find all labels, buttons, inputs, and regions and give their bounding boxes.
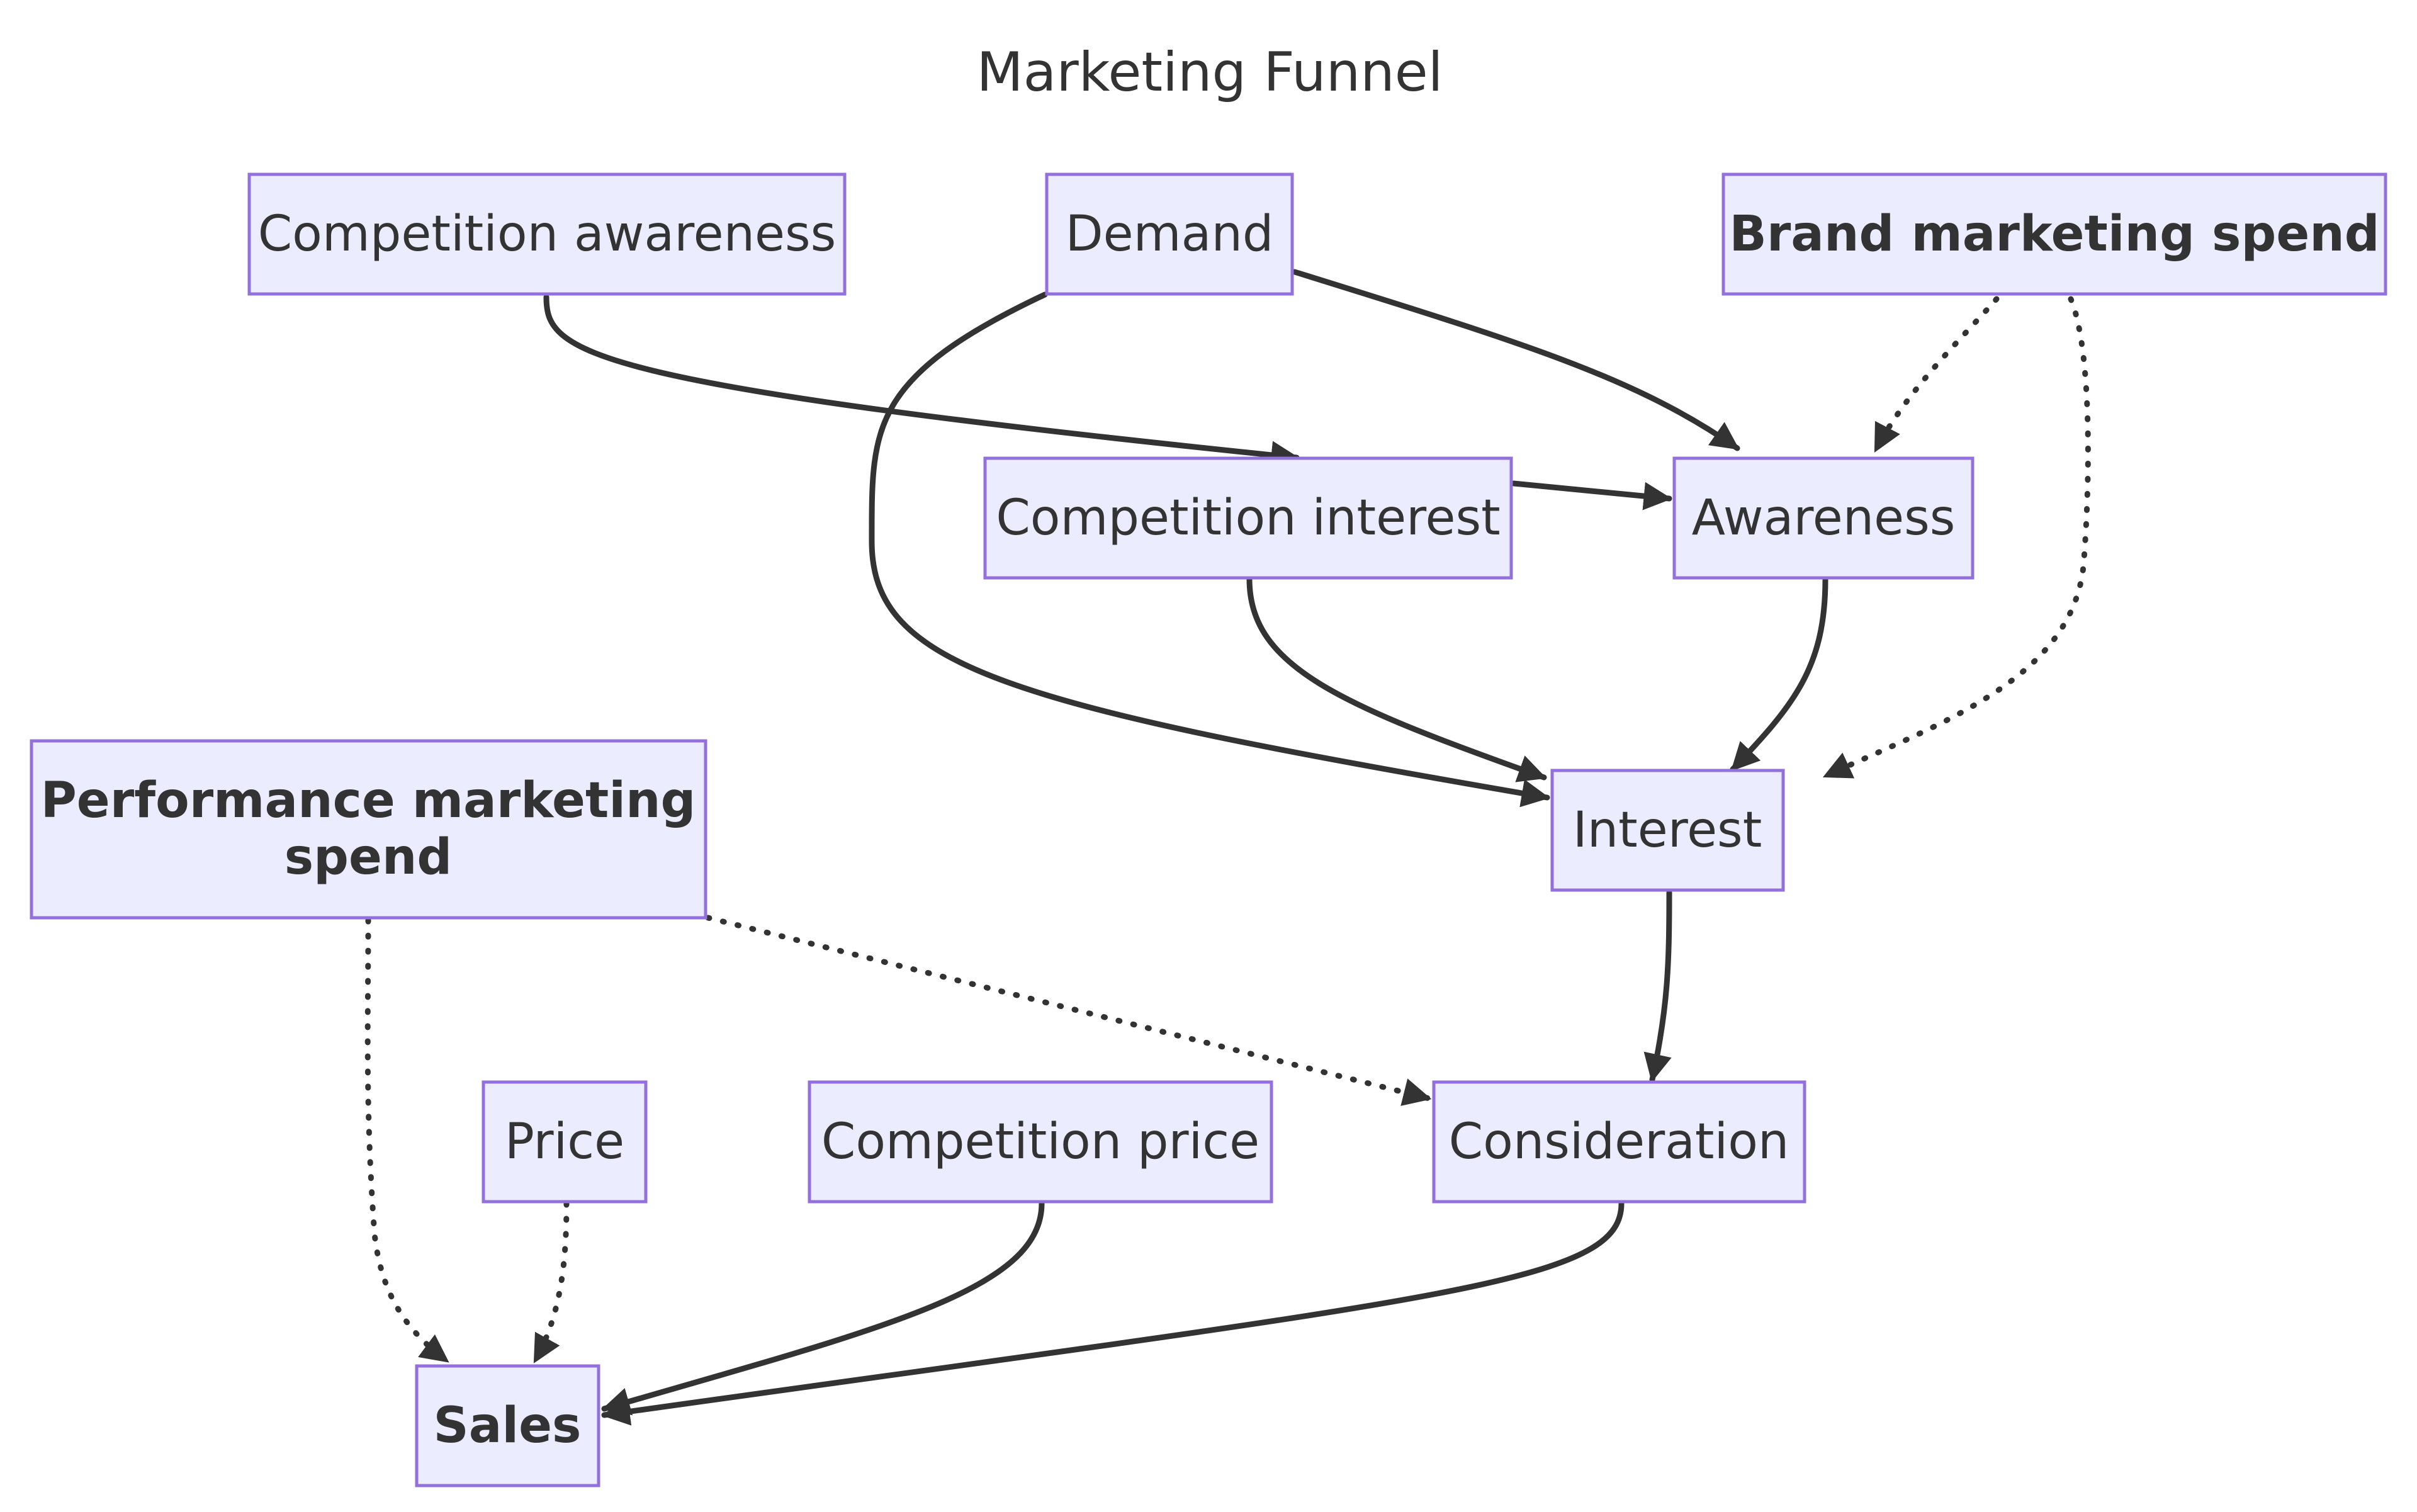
node-label-competition-awareness: Competition awareness (258, 206, 837, 262)
edge-price-to-sales (532, 1200, 570, 1364)
diagram-title: Marketing Funnel (976, 41, 1443, 104)
node-label-brand-marketing-spend: Brand marketing spend (1729, 206, 2379, 262)
edge-brand-to-awareness (1873, 296, 2000, 453)
node-label-interest: Interest (1573, 802, 1762, 859)
node-label-competition-interest: Competition interest (996, 490, 1500, 546)
edge-competition-awareness-to-awareness-end (1511, 480, 1672, 511)
node-label-competition-price: Competition price (821, 1114, 1259, 1170)
node-label-awareness: Awareness (1692, 490, 1956, 546)
node-brand-marketing-spend[interactable]: Brand marketing spend (1721, 172, 2387, 296)
nodes: Competition awareness Demand Brand marke… (30, 172, 2387, 1487)
node-price[interactable]: Price (482, 1080, 648, 1204)
edge-performance-to-consideration (705, 915, 1432, 1106)
edge-competition-price-to-sales (601, 1200, 1045, 1416)
edge-performance-to-sales (364, 917, 450, 1364)
edge-demand-to-interest (869, 291, 1550, 808)
node-performance-marketing-spend[interactable]: Performance marketing spend (30, 739, 707, 920)
edges (364, 269, 2091, 1426)
node-label-sales: Sales (434, 1397, 582, 1454)
node-demand[interactable]: Demand (1045, 172, 1294, 296)
node-awareness[interactable]: Awareness (1672, 456, 1975, 580)
edge-competition-awareness-to-awareness (543, 294, 1300, 470)
node-competition-awareness[interactable]: Competition awareness (247, 172, 847, 296)
node-sales[interactable]: Sales (415, 1364, 600, 1487)
node-label-price: Price (505, 1114, 624, 1170)
node-interest[interactable]: Interest (1550, 769, 1785, 892)
edge-awareness-to-interest (1730, 576, 1828, 772)
node-competition-interest[interactable]: Competition interest (983, 456, 1513, 580)
edge-interest-to-consideration (1643, 889, 1672, 1083)
edge-demand-to-awareness (1292, 269, 1740, 451)
node-label-demand: Demand (1066, 206, 1274, 262)
edge-competition-interest-to-interest (1246, 576, 1547, 782)
edge-consideration-to-sales (601, 1200, 1625, 1426)
node-consideration[interactable]: Consideration (1432, 1080, 1806, 1204)
node-label-performance-marketing-spend-line1: Performance marketing (41, 772, 696, 829)
node-label-performance-marketing-spend-line2: spend (285, 829, 453, 886)
node-label-consideration: Consideration (1449, 1114, 1789, 1170)
node-competition-price[interactable]: Competition price (808, 1080, 1273, 1204)
